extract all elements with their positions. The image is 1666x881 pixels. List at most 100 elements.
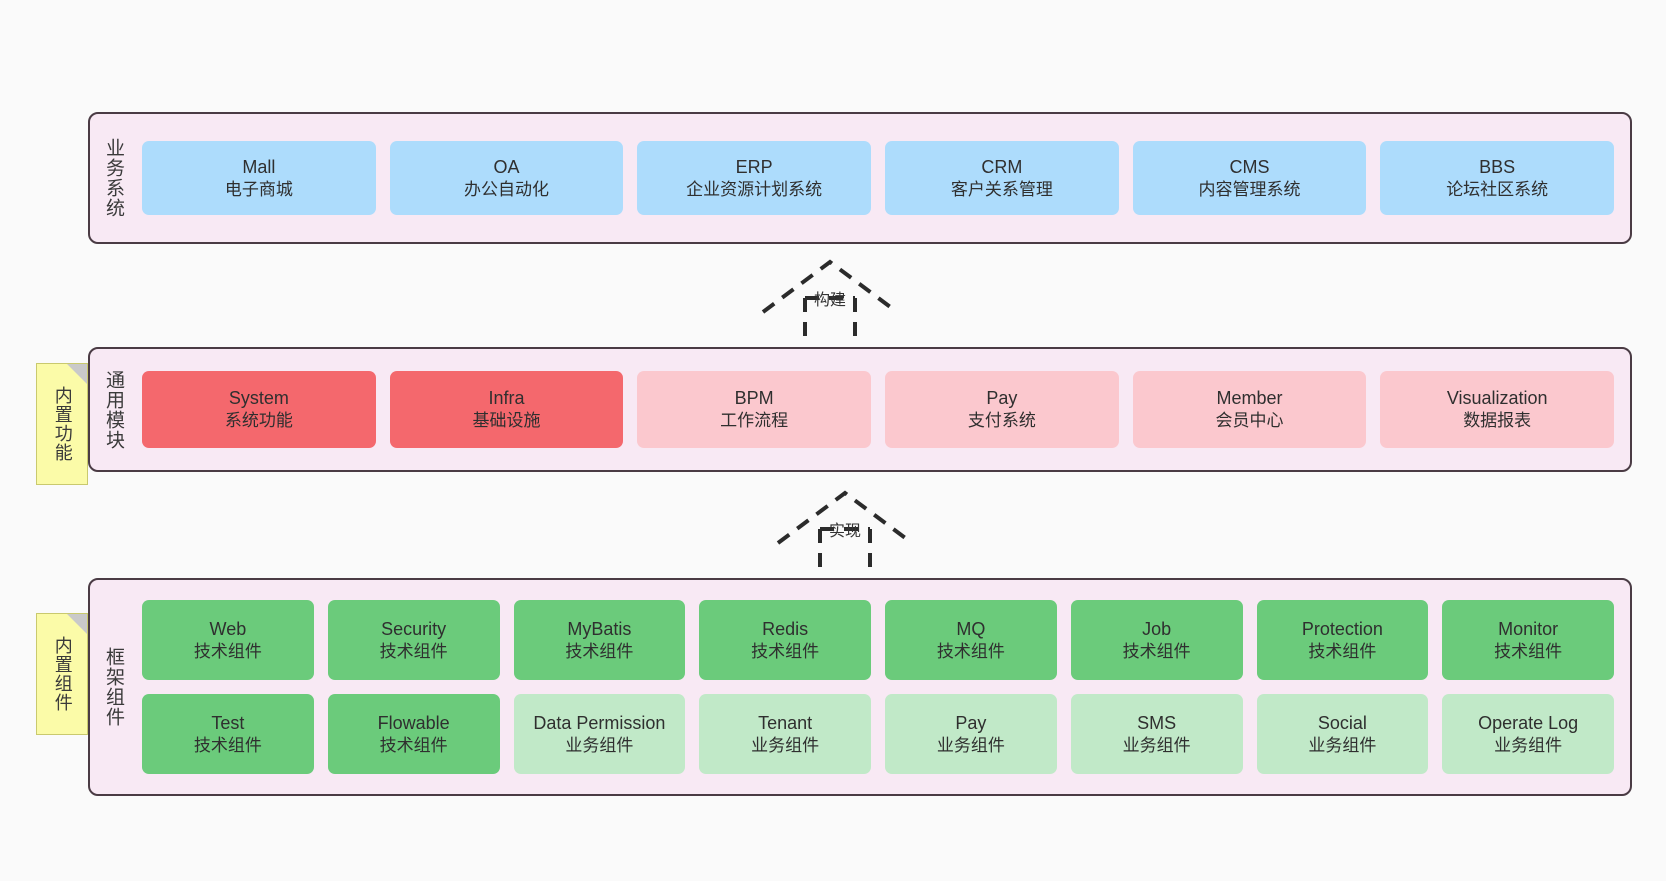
connector-build-arrow-icon [761,259,899,344]
card-job-subtitle: 技术组件 [1122,641,1191,661]
card-monitor-subtitle: 技术组件 [1494,641,1563,661]
card-visualization-title: Visualization [1446,388,1548,409]
card-cms-subtitle: 内容管理系统 [1198,179,1301,199]
layer-business-systems: 业务系统 Mall 电子商城 OA 办公自动化 ERP 企业资源计划系统 CRM… [88,112,1632,244]
card-social-title: Social [1317,712,1367,733]
card-bpm-subtitle: 工作流程 [720,411,789,431]
layer-framework-components: 框架组件 Web 技术组件 Security 技术组件 MyBatis 技术组件… [88,578,1632,796]
layer-business-systems-title: 业务系统 [103,138,125,218]
card-infra-subtitle: 基础设施 [472,411,541,431]
card-sms[interactable]: SMS 业务组件 [1070,694,1243,774]
framework-business-row: Test 技术组件 Flowable 技术组件 Data Permission … [142,694,1614,774]
card-mall[interactable]: Mall 电子商城 [142,141,376,215]
card-pay-module-title: Pay [986,388,1018,409]
card-mall-subtitle: 电子商城 [224,179,293,199]
card-pay-module-subtitle: 支付系统 [967,411,1036,431]
card-crm-title: CRM [981,156,1023,177]
connector-build: 构建 [755,256,905,344]
card-flowable-title: Flowable [377,712,450,733]
card-operate-log-subtitle: 业务组件 [1494,735,1563,755]
card-protection-title: Protection [1301,618,1383,639]
card-data-permission[interactable]: Data Permission 业务组件 [513,694,686,774]
card-oa-subtitle: 办公自动化 [464,179,549,199]
card-social[interactable]: Social 业务组件 [1256,694,1429,774]
card-security-title: Security [381,618,447,639]
card-protection[interactable]: Protection 技术组件 [1256,600,1429,680]
card-visualization[interactable]: Visualization 数据报表 [1380,371,1615,448]
card-security-subtitle: 技术组件 [379,641,448,661]
card-mq-title: MQ [956,618,986,639]
card-protection-subtitle: 技术组件 [1308,641,1377,661]
card-data-permission-title: Data Permission [533,712,666,733]
business-card-row: Mall 电子商城 OA 办公自动化 ERP 企业资源计划系统 CRM 客户关系… [142,141,1615,215]
card-tenant-subtitle: 业务组件 [751,735,820,755]
card-crm[interactable]: CRM 客户关系管理 [885,141,1119,215]
card-sms-title: SMS [1137,712,1177,733]
card-mq-subtitle: 技术组件 [936,641,1005,661]
connector-implement: 实现 [770,487,920,575]
layer-common-modules-body: System 系统功能 Infra 基础设施 BPM 工作流程 Pay 支付系统… [136,349,1630,470]
note-builtin-components: 内置组件 [36,613,88,735]
card-system[interactable]: System 系统功能 [142,371,376,448]
card-bbs-title: BBS [1479,156,1516,177]
card-mybatis-title: MyBatis [567,618,632,639]
card-monitor[interactable]: Monitor 技术组件 [1442,600,1614,680]
card-pay-component-title: Pay [955,712,987,733]
card-bbs[interactable]: BBS 论坛社区系统 [1380,141,1615,215]
note-builtin-functions-label: 内置功能 [52,386,73,462]
card-social-subtitle: 业务组件 [1308,735,1377,755]
card-test[interactable]: Test 技术组件 [142,694,314,774]
card-erp-subtitle: 企业资源计划系统 [686,179,823,199]
card-bpm[interactable]: BPM 工作流程 [637,371,872,448]
card-operate-log-title: Operate Log [1478,712,1579,733]
layer-common-modules: 通用模块 System 系统功能 Infra 基础设施 BPM 工作流程 Pay… [88,347,1632,472]
card-web-subtitle: 技术组件 [193,641,262,661]
card-data-permission-subtitle: 业务组件 [565,735,634,755]
card-test-subtitle: 技术组件 [193,735,262,755]
card-operate-log[interactable]: Operate Log 业务组件 [1442,694,1614,774]
card-redis[interactable]: Redis 技术组件 [699,600,871,680]
card-job[interactable]: Job 技术组件 [1070,600,1243,680]
connector-implement-arrow-icon [776,490,914,575]
card-mybatis-subtitle: 技术组件 [565,641,634,661]
card-oa[interactable]: OA 办公自动化 [389,141,624,215]
card-system-subtitle: 系统功能 [224,411,293,431]
card-flowable-subtitle: 技术组件 [379,735,448,755]
layer-framework-components-body: Web 技术组件 Security 技术组件 MyBatis 技术组件 Redi… [136,580,1630,794]
note-builtin-components-label: 内置组件 [52,636,73,712]
card-job-title: Job [1142,618,1172,639]
card-mybatis[interactable]: MyBatis 技术组件 [513,600,686,680]
card-security[interactable]: Security 技术组件 [327,600,500,680]
card-cms[interactable]: CMS 内容管理系统 [1132,141,1367,215]
layer-business-systems-body: Mall 电子商城 OA 办公自动化 ERP 企业资源计划系统 CRM 客户关系… [136,114,1630,242]
card-pay-module[interactable]: Pay 支付系统 [885,371,1119,448]
note-fold-corner-icon [67,614,87,634]
card-crm-subtitle: 客户关系管理 [950,179,1053,199]
card-bpm-title: BPM [734,388,774,409]
card-member-subtitle: 会员中心 [1215,411,1284,431]
card-visualization-subtitle: 数据报表 [1463,411,1532,431]
card-web-title: Web [209,618,247,639]
card-bbs-subtitle: 论坛社区系统 [1446,179,1549,199]
card-tenant[interactable]: Tenant 业务组件 [699,694,871,774]
card-pay-component-subtitle: 业务组件 [936,735,1005,755]
connector-build-label: 构建 [813,292,847,309]
note-builtin-functions: 内置功能 [36,363,88,485]
card-member[interactable]: Member 会员中心 [1132,371,1367,448]
card-pay-component[interactable]: Pay 业务组件 [885,694,1057,774]
card-flowable[interactable]: Flowable 技术组件 [327,694,500,774]
card-erp[interactable]: ERP 企业资源计划系统 [637,141,872,215]
note-fold-corner-icon [67,364,87,384]
card-web[interactable]: Web 技术组件 [142,600,314,680]
card-erp-title: ERP [735,156,773,177]
module-card-row: System 系统功能 Infra 基础设施 BPM 工作流程 Pay 支付系统… [142,371,1615,448]
card-infra-title: Infra [488,388,525,409]
card-monitor-title: Monitor [1498,618,1559,639]
card-infra[interactable]: Infra 基础设施 [389,371,624,448]
card-sms-subtitle: 业务组件 [1122,735,1191,755]
card-member-title: Member [1216,388,1283,409]
connector-implement-label: 实现 [828,523,862,540]
card-tenant-title: Tenant [758,712,813,733]
card-mq[interactable]: MQ 技术组件 [885,600,1057,680]
